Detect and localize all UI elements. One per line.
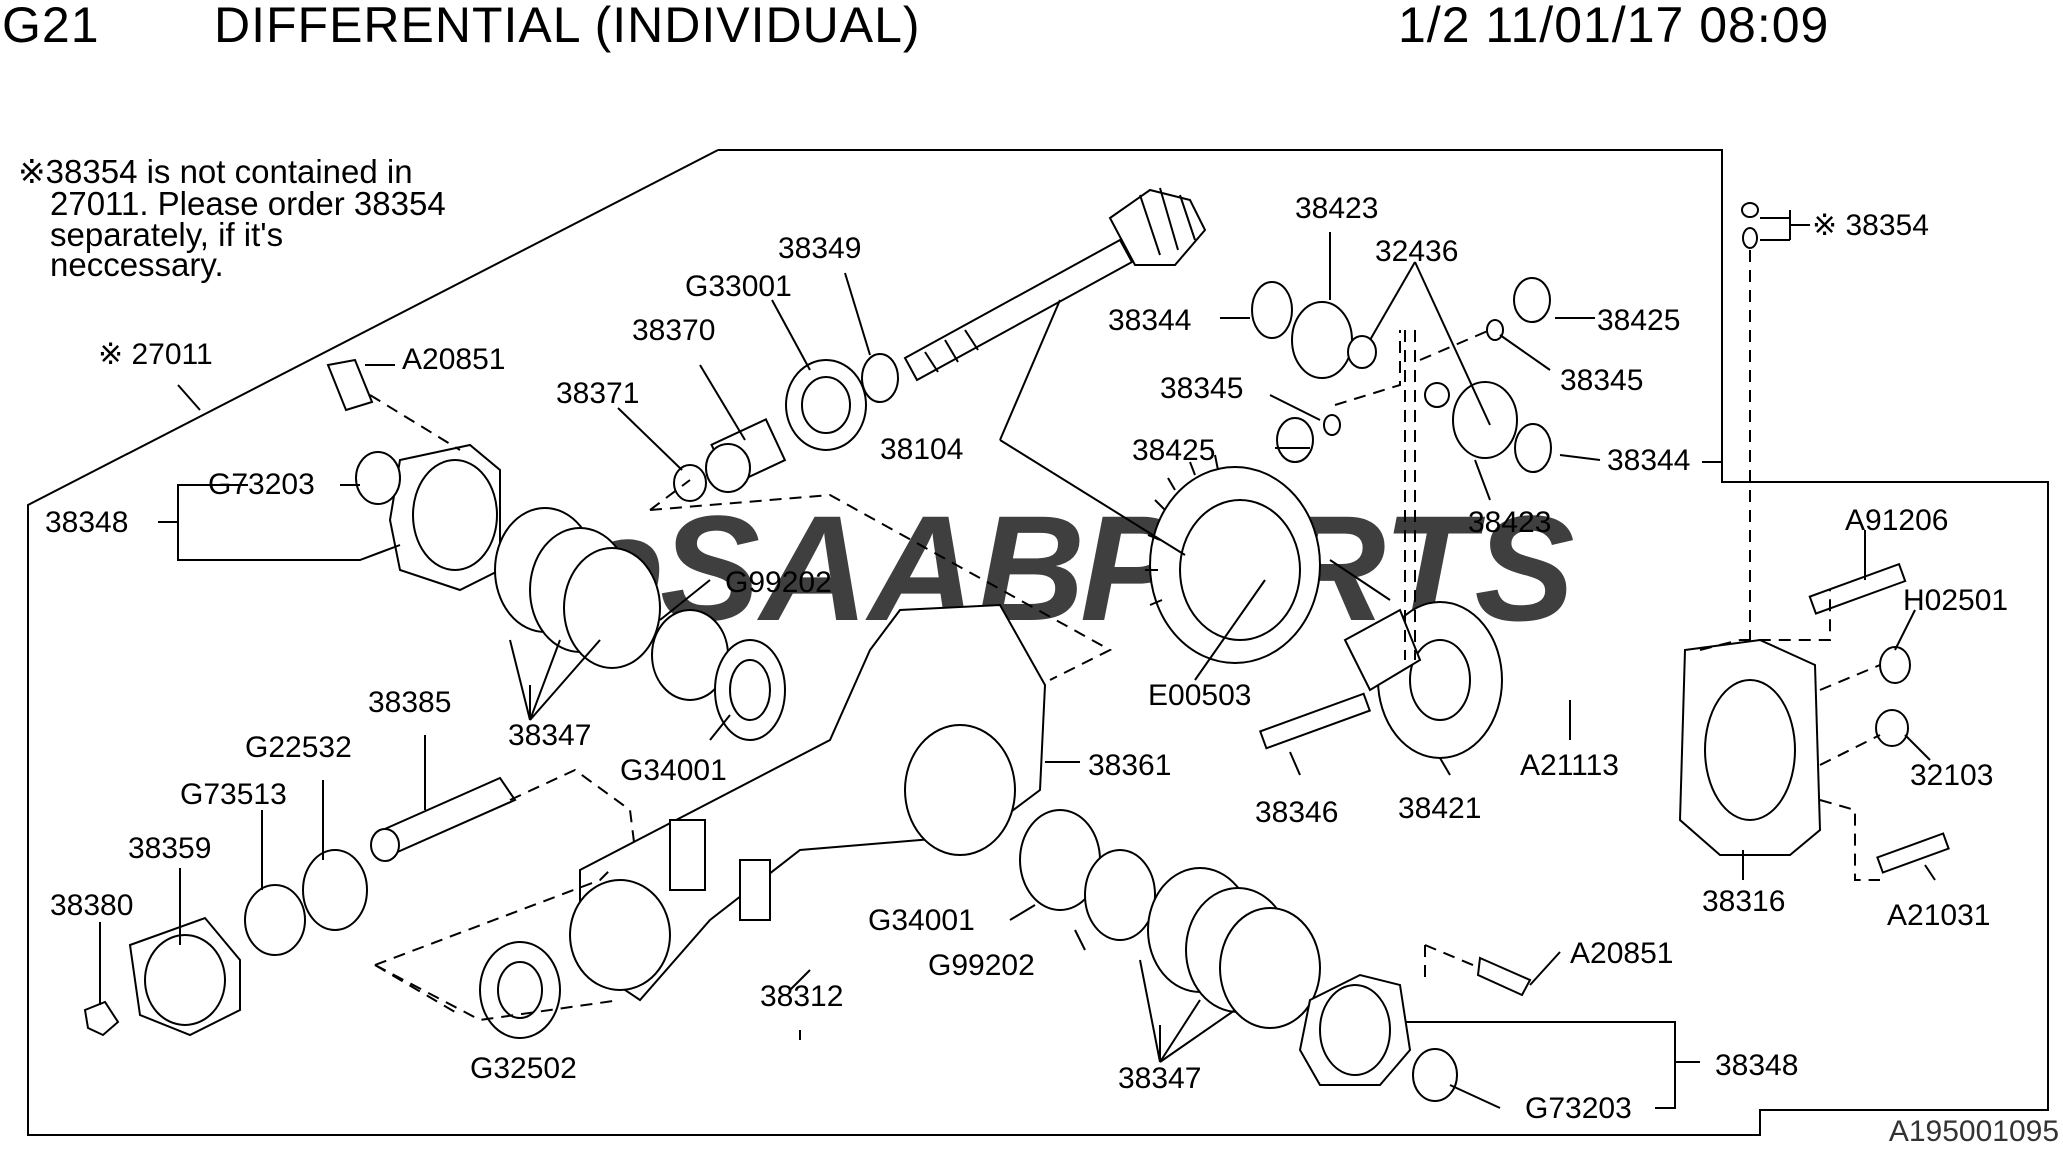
label-38346: 38346	[1255, 796, 1338, 829]
rear-cover	[1678, 202, 1950, 874]
assembly-frame	[27, 149, 2049, 1136]
label-38349: 38349	[778, 232, 861, 265]
right-side-parts	[1019, 809, 1532, 1102]
ring-gear	[1145, 454, 1321, 664]
label-g34001-bottom: G34001	[868, 904, 975, 937]
label-38344-left: 38344	[1108, 304, 1191, 337]
label-a21113: A21113	[1520, 749, 1619, 782]
note-line-4: neccessary.	[50, 246, 224, 283]
page-date-stamp: 1/2 11/01/17 08:09	[1398, 0, 1830, 53]
note-block: ※38354 is not contained in 27011. Please…	[18, 153, 446, 283]
label-32103: 32103	[1910, 759, 1993, 792]
side-gears	[1251, 277, 1552, 473]
label-g73513: G73513	[180, 778, 287, 811]
label-38348-top: 38348	[45, 506, 128, 539]
drive-pinion-shaft	[903, 187, 1207, 382]
label-g99202-top: G99202	[725, 566, 832, 599]
diagram-code: G21	[2, 0, 100, 53]
label-38385: 38385	[368, 686, 451, 719]
label-32436: 32436	[1375, 235, 1458, 268]
label-a20851-bottom: A20851	[1570, 937, 1673, 970]
pinion-bearings	[673, 353, 899, 502]
label-a91206: A91206	[1845, 504, 1948, 537]
label-g33001: G33001	[685, 270, 792, 303]
note-line-2: 27011. Please order 38354	[50, 185, 446, 222]
label-38371: 38371	[556, 377, 639, 410]
label-38316: 38316	[1702, 885, 1785, 918]
diagram-reference-number: A195001095	[1888, 1115, 2059, 1148]
label-38425-right: 38425	[1597, 304, 1680, 337]
left-side-retainer	[326, 358, 501, 592]
label-g32502: G32502	[470, 1052, 577, 1085]
label-38345-left: 38345	[1160, 372, 1243, 405]
label-38423-bottom: 38423	[1468, 506, 1551, 539]
differential-carrier	[569, 603, 1047, 1002]
label-a20851-top: A20851	[402, 343, 505, 376]
differential-case	[1258, 559, 1503, 759]
label-38425-left: 38425	[1132, 434, 1215, 467]
label-38354: ※ 38354	[1812, 209, 1929, 242]
label-38345-right: 38345	[1560, 364, 1643, 397]
label-g34001-top: G34001	[620, 754, 727, 787]
label-38344-right: 38344	[1607, 444, 1690, 477]
label-38347-bottom: 38347	[1118, 1062, 1201, 1095]
note-line-1: ※38354 is not contained in	[18, 153, 413, 190]
label-38104: 38104	[880, 433, 963, 466]
companion-flange-group	[83, 776, 561, 1039]
label-38347-top: 38347	[508, 719, 591, 752]
watermark-saab: SAAB	[660, 484, 1085, 652]
left-shims	[494, 507, 786, 741]
label-38359: 38359	[128, 832, 211, 865]
label-g99202-bottom: G99202	[928, 949, 1035, 982]
diagram-title: DIFFERENTIAL (INDIVIDUAL)	[214, 0, 921, 53]
label-38361: 38361	[1088, 749, 1171, 782]
label-a21031: A21031	[1887, 899, 1990, 932]
label-g22532: G22532	[245, 731, 352, 764]
note-line-3: separately, if it's	[50, 216, 283, 253]
label-27011: ※ 27011	[98, 338, 213, 371]
label-38423-top: 38423	[1295, 192, 1378, 225]
label-h02501: H02501	[1903, 584, 2008, 617]
label-38370: 38370	[632, 314, 715, 347]
label-38421: 38421	[1398, 792, 1481, 825]
label-e00503: E00503	[1148, 679, 1251, 712]
watermark: e SAAB PARTS	[580, 484, 1575, 652]
label-38348-bottom: 38348	[1715, 1049, 1798, 1082]
part-labels: ※ 27011 ※ 38354 A20851 G73203 38348 3837…	[45, 192, 2008, 1125]
label-g73203-top: G73203	[208, 468, 315, 501]
label-38380: 38380	[50, 889, 133, 922]
leader-lines	[99, 210, 1936, 1109]
label-g73203-bottom: G73203	[1525, 1092, 1632, 1125]
label-38312: 38312	[760, 980, 843, 1013]
